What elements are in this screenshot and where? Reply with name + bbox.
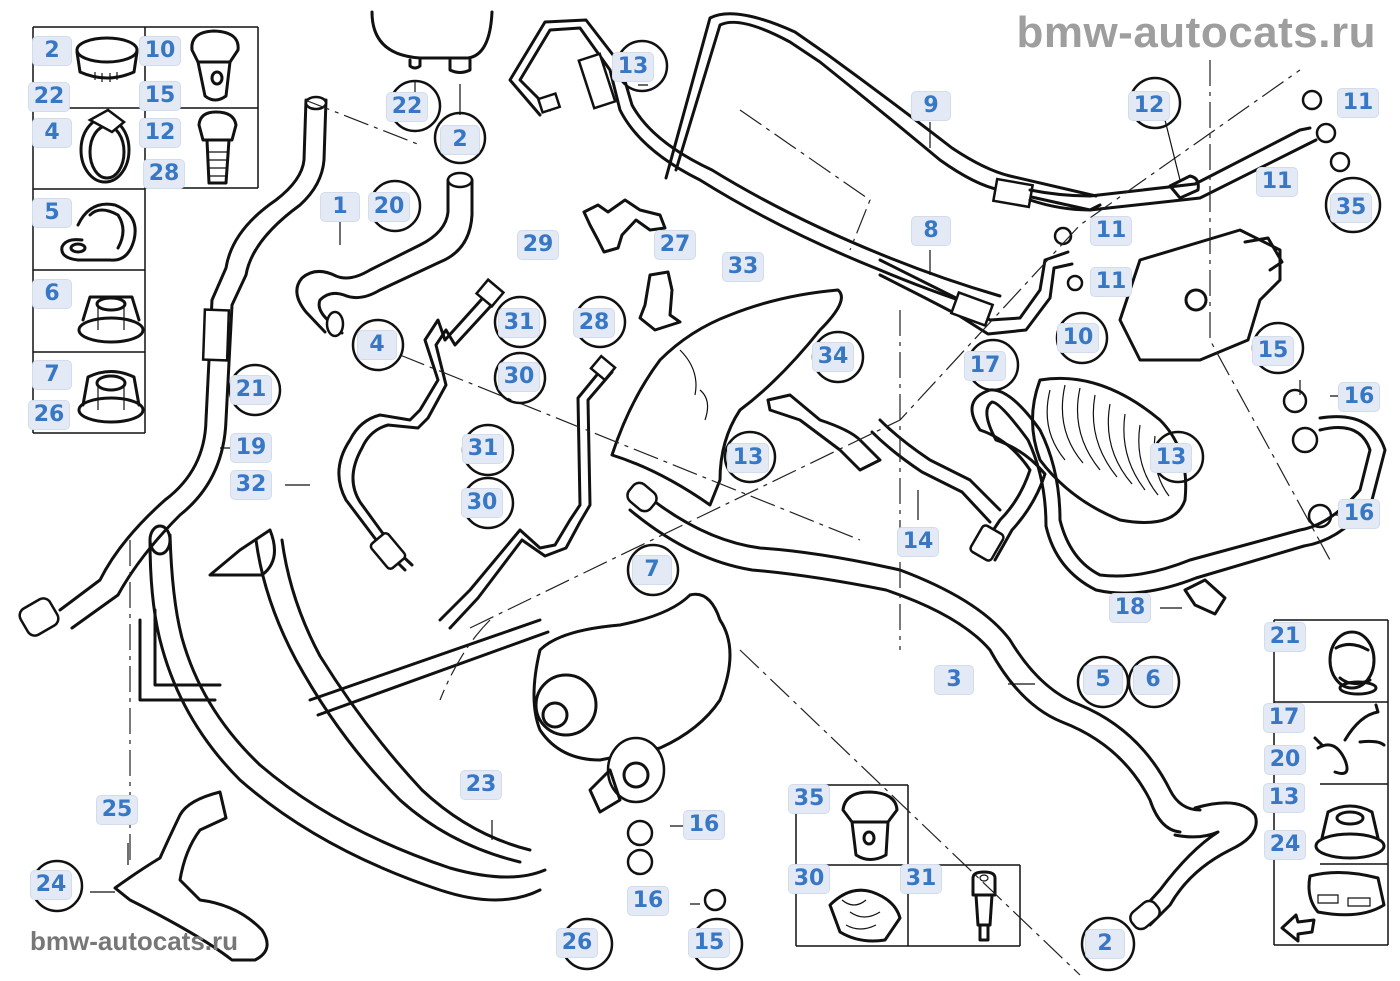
- callout-label-16[interactable]: 16: [1338, 382, 1380, 412]
- p-clip-icon: [60, 202, 137, 262]
- callout-label-28[interactable]: 28: [573, 308, 615, 338]
- hose-1-part: [295, 171, 474, 338]
- callout-label-15[interactable]: 15: [139, 81, 181, 111]
- callout-label-23[interactable]: 23: [460, 770, 502, 800]
- hose-14-part: [766, 388, 1387, 595]
- vehicle-front-icon: [1280, 870, 1386, 943]
- callout-label-4[interactable]: 4: [357, 330, 397, 360]
- callout-label-11[interactable]: 11: [1337, 88, 1379, 118]
- callout-label-30[interactable]: 30: [461, 488, 503, 518]
- callout-label-25[interactable]: 25: [96, 795, 138, 825]
- callout-label-30[interactable]: 30: [498, 362, 540, 392]
- callout-label-6[interactable]: 6: [32, 279, 72, 309]
- callout-label-7[interactable]: 7: [32, 360, 72, 390]
- callout-label-22[interactable]: 22: [386, 92, 428, 122]
- callout-label-7[interactable]: 7: [632, 555, 672, 585]
- callout-label-13[interactable]: 13: [727, 443, 769, 473]
- shoulder-bolt-icon: [971, 870, 997, 942]
- callout-label-29[interactable]: 29: [517, 230, 559, 260]
- callout-label-3[interactable]: 3: [934, 665, 974, 695]
- callout-label-8[interactable]: 8: [911, 216, 951, 246]
- callout-label-21[interactable]: 21: [1264, 622, 1306, 652]
- bracket-25-part: [113, 790, 269, 962]
- callout-label-27[interactable]: 27: [654, 230, 696, 260]
- callout-label-26[interactable]: 26: [556, 928, 598, 958]
- callout-label-33[interactable]: 33: [722, 252, 764, 282]
- callout-label-24[interactable]: 24: [30, 870, 72, 900]
- callout-label-15[interactable]: 15: [1252, 336, 1294, 366]
- callout-label-19[interactable]: 19: [230, 433, 272, 463]
- callout-label-16[interactable]: 16: [683, 810, 725, 840]
- callout-label-13[interactable]: 13: [612, 52, 654, 82]
- callout-label-12[interactable]: 12: [139, 118, 181, 148]
- worm-clamp-icon: [79, 108, 131, 184]
- pump-part: [532, 592, 732, 814]
- callout-label-2[interactable]: 2: [440, 125, 480, 155]
- watermark-bottom: bmw-autocats.ru: [30, 926, 239, 956]
- callout-label-5[interactable]: 5: [32, 198, 72, 228]
- callout-label-11[interactable]: 11: [1090, 216, 1132, 246]
- hose-23-part: [138, 524, 550, 902]
- callout-label-35[interactable]: 35: [788, 784, 830, 814]
- callout-label-17[interactable]: 17: [1263, 703, 1305, 733]
- callout-label-31[interactable]: 31: [462, 434, 504, 464]
- callout-label-13[interactable]: 13: [1150, 443, 1192, 473]
- callout-label-22[interactable]: 22: [28, 82, 70, 112]
- heat-shield-33-part: [610, 288, 843, 507]
- callout-label-18[interactable]: 18: [1109, 593, 1151, 623]
- callout-label-4[interactable]: 4: [32, 118, 72, 148]
- bracket-28-part: [638, 270, 682, 332]
- hose-clip-icon: [1313, 703, 1386, 775]
- steering-gear-part: [1031, 228, 1284, 524]
- hose-3-part: [626, 481, 1258, 931]
- callout-label-2[interactable]: 2: [32, 36, 72, 66]
- callout-label-15[interactable]: 15: [688, 928, 730, 958]
- callout-label-31[interactable]: 31: [498, 308, 540, 338]
- callout-label-26[interactable]: 26: [28, 400, 70, 430]
- callout-label-1[interactable]: 1: [320, 192, 360, 222]
- collar-nut-icon: [77, 295, 145, 344]
- callout-label-16[interactable]: 16: [1338, 499, 1380, 529]
- banjo-bolt-icon: [190, 29, 240, 102]
- watermark-top: bmw-autocats.ru: [1016, 8, 1376, 57]
- callout-label-28[interactable]: 28: [143, 159, 185, 189]
- callout-label-11[interactable]: 11: [1256, 167, 1298, 197]
- callout-label-10[interactable]: 10: [1057, 323, 1099, 353]
- bracket-29-part: [582, 198, 667, 254]
- callout-label-11[interactable]: 11: [1090, 267, 1132, 297]
- legend-right-panel: [1273, 619, 1389, 946]
- callout-label-16[interactable]: 16: [627, 886, 669, 916]
- callout-label-21[interactable]: 21: [230, 375, 272, 405]
- callout-label-31[interactable]: 31: [900, 864, 942, 894]
- callout-label-20[interactable]: 20: [368, 192, 410, 222]
- callout-label-9[interactable]: 9: [911, 91, 951, 121]
- reservoir-part: [370, 10, 494, 74]
- lock-nut-icon: [77, 370, 145, 424]
- callout-label-2[interactable]: 2: [1085, 929, 1125, 959]
- spring-nut-icon: [828, 888, 902, 943]
- callout-label-12[interactable]: 12: [1128, 91, 1170, 121]
- callout-label-20[interactable]: 20: [1264, 745, 1306, 775]
- callout-label-35[interactable]: 35: [1330, 193, 1372, 223]
- callout-label-32[interactable]: 32: [230, 470, 272, 500]
- callout-label-17[interactable]: 17: [964, 351, 1006, 381]
- grommet-icon: [1328, 630, 1378, 696]
- pipe-30-part: [337, 277, 617, 630]
- callout-label-5[interactable]: 5: [1083, 665, 1123, 695]
- collar-nut-icon: [1314, 804, 1386, 860]
- callout-label-34[interactable]: 34: [812, 342, 854, 372]
- banjo-bolt-icon: [841, 790, 899, 861]
- seal-ring-parts: [626, 89, 1351, 912]
- callout-label-14[interactable]: 14: [897, 527, 939, 557]
- callout-label-13[interactable]: 13: [1263, 783, 1305, 813]
- hose-8-part: [878, 250, 1074, 336]
- callout-label-24[interactable]: 24: [1264, 830, 1306, 860]
- callout-label-30[interactable]: 30: [788, 864, 830, 894]
- callout-label-6[interactable]: 6: [1133, 665, 1173, 695]
- hose-clamp-icon: [75, 36, 139, 82]
- hex-bolt-icon: [197, 110, 238, 185]
- callout-label-10[interactable]: 10: [139, 36, 181, 66]
